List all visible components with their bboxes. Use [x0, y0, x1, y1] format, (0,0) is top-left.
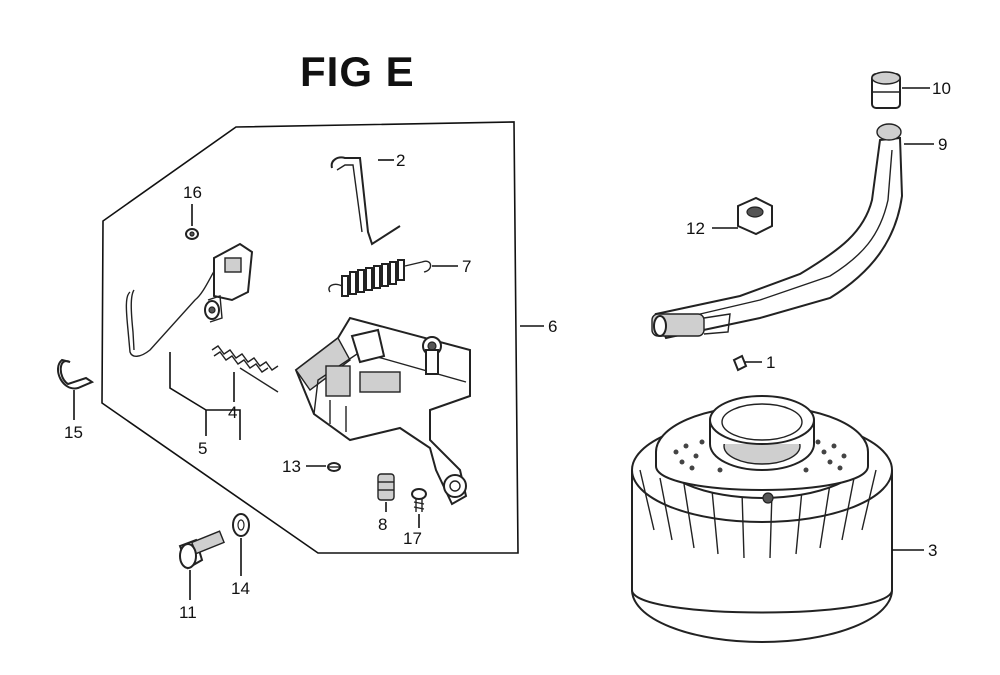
- flywheel-holes: [673, 439, 847, 473]
- figure-title: FIG E: [300, 48, 415, 95]
- part-10-collar: [871, 71, 901, 109]
- part-8-screw: [377, 473, 395, 501]
- part-4-spring: [211, 345, 279, 393]
- callout-4: 4: [228, 403, 237, 422]
- callout-8: 8: [378, 515, 387, 534]
- callout-16: 16: [183, 183, 202, 202]
- callout-17: 17: [403, 529, 422, 548]
- callout-12: 12: [686, 219, 705, 238]
- callout-5: 5: [198, 439, 207, 458]
- part-7-spring: [328, 259, 432, 297]
- callout-3: 3: [928, 541, 937, 560]
- part-9-ignition-arm: [651, 123, 904, 340]
- callout-11: 11: [179, 603, 197, 622]
- callout-13: 13: [282, 457, 301, 476]
- part-5-governor-lever: [125, 242, 254, 357]
- callout-1: 1: [766, 353, 775, 372]
- part-13-nut: [327, 462, 341, 472]
- part-17-bolt: [411, 488, 427, 512]
- part-16-screw: [185, 228, 199, 240]
- callout-7: 7: [462, 257, 471, 276]
- callout-10: 10: [932, 79, 951, 98]
- callout-2: 2: [396, 151, 405, 170]
- part-11-bolt: [178, 530, 225, 570]
- part-1-key: [732, 354, 748, 372]
- callout-15: 15: [64, 423, 83, 442]
- part-12-nut: [737, 196, 773, 236]
- callout-9: 9: [938, 135, 947, 154]
- part-14-washer: [232, 513, 250, 537]
- callout-14: 14: [231, 579, 250, 598]
- part-2-rod: [330, 156, 401, 246]
- assembly-outline: [101, 121, 519, 554]
- part-6-control-bracket: [294, 316, 471, 506]
- callout-6: 6: [548, 317, 557, 336]
- part-3-flywheel: [631, 395, 893, 643]
- part-15-clip: [57, 358, 95, 390]
- leader-lines: [73, 87, 934, 600]
